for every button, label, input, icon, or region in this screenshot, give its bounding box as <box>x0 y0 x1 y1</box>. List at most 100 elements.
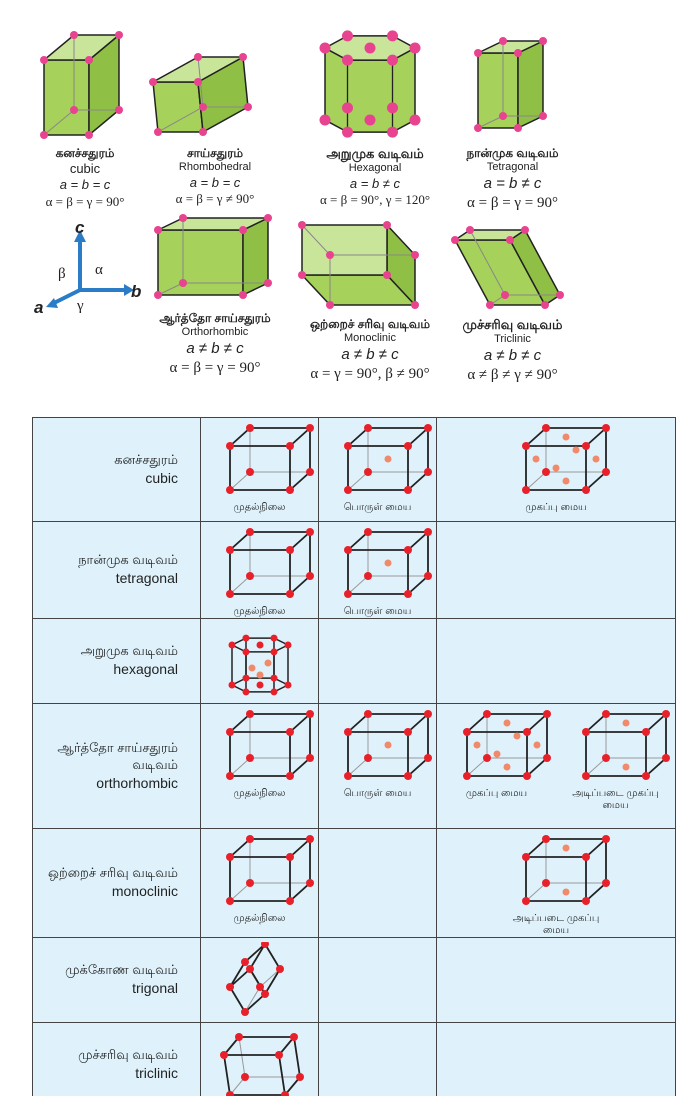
lattice-point <box>342 30 353 42</box>
lattice-point <box>260 990 269 998</box>
lattice-type-label: முதல்நிலை <box>233 913 286 924</box>
lattice-point <box>423 424 432 432</box>
edge <box>585 838 607 858</box>
edge <box>406 713 429 733</box>
lattice-point <box>501 291 509 299</box>
lattice-cell: முகப்பு மைய <box>436 417 676 522</box>
label-ta: முச்சரிவு வடிவம் <box>462 317 563 332</box>
system-name-en: hexagonal <box>113 661 178 678</box>
lattice-point <box>522 442 530 450</box>
system-name-ta: ஆர்த்தோ சாய்சதுரம் வடிவம் <box>57 740 178 772</box>
system-name-en: monoclinic <box>111 883 178 900</box>
lattice-figure <box>205 619 315 703</box>
lattice-point <box>305 528 314 536</box>
center-point <box>256 671 263 679</box>
lattice-point <box>264 279 272 287</box>
lattice-point <box>40 131 48 139</box>
lattice-cell: பொருள் மைய <box>318 703 437 829</box>
system-label-cell: நான்முக வடிவம்tetragonal <box>32 521 201 619</box>
lattice-point <box>423 572 432 580</box>
lattice-C-diagram <box>581 710 670 780</box>
center-point <box>473 741 480 749</box>
edge <box>644 713 667 733</box>
lattice-point <box>319 114 331 126</box>
lattice-point <box>242 648 249 656</box>
lattice-point <box>225 897 234 905</box>
lattice-point <box>298 221 306 229</box>
lattice-point <box>363 424 372 432</box>
lattice-point <box>582 442 590 450</box>
hidden-edge <box>525 882 547 902</box>
lattice-point <box>581 728 590 736</box>
lattice-cell: பொருள் மைய <box>318 521 437 619</box>
lattice-point <box>245 468 254 476</box>
lattice-point <box>661 710 670 718</box>
edge <box>346 427 369 447</box>
label-angles: α = β = γ = 90° <box>45 193 125 209</box>
lattice-figure: பொருள் மைய <box>323 418 433 514</box>
label-eq: a ≠ b ≠ c <box>341 345 399 363</box>
label-en: Tetragonal <box>486 161 539 173</box>
lattice-point <box>474 49 482 57</box>
front-face <box>157 229 244 296</box>
lattice-point <box>319 42 331 54</box>
lattice-figure: முதல்நிலை <box>205 704 315 800</box>
lattice-point <box>239 291 247 299</box>
lattice-point <box>514 49 522 57</box>
lattice-point <box>522 728 531 736</box>
lattice-point <box>270 674 277 682</box>
edge <box>248 943 266 970</box>
lattice-point <box>225 590 234 598</box>
lattice-point <box>240 1073 249 1081</box>
lattice-cell: முதல்நிலை <box>200 521 319 619</box>
lattice-point <box>239 53 247 61</box>
front-face <box>43 59 90 136</box>
top-face <box>301 224 388 276</box>
axis-a-arrow <box>51 288 81 306</box>
lattice-point <box>264 214 272 222</box>
lattice-point <box>270 688 277 696</box>
lattice-point <box>499 37 507 45</box>
lattice-point <box>149 78 157 86</box>
center-point <box>532 455 540 463</box>
lattice-figure <box>205 1023 315 1096</box>
lattice-point <box>225 546 234 554</box>
lattice-point <box>179 279 187 287</box>
edge <box>288 471 311 491</box>
lattice-point <box>474 124 482 132</box>
lattice-point <box>295 1073 304 1081</box>
edge <box>228 968 251 988</box>
edge <box>406 427 429 447</box>
center-point <box>513 732 520 740</box>
center-point <box>503 719 510 727</box>
system-name-en: triclinic <box>135 1065 178 1082</box>
lattice-point <box>423 754 432 762</box>
hidden-edge <box>229 575 250 595</box>
lattice-point <box>298 271 306 279</box>
lattice-point <box>482 710 491 718</box>
center-point <box>592 455 600 463</box>
edge <box>644 757 667 777</box>
lattice-cell: பொருள் மைய <box>318 417 437 522</box>
center-point <box>572 446 580 454</box>
lattice-point <box>423 528 432 536</box>
lattice-point <box>343 486 352 494</box>
lattice-point <box>542 835 550 843</box>
lattice-point <box>234 1033 243 1041</box>
lattice-point <box>270 634 277 642</box>
system-name-en: trigonal <box>132 980 178 997</box>
caption-tetragonal: நான்முக வடிவம் Tetragonal a = b ≠ c α = … <box>450 146 575 212</box>
lattice-cell <box>200 937 319 1023</box>
lattice-point <box>240 1008 249 1016</box>
lattice-type-label: பொருள் மைய <box>343 502 412 513</box>
lattice-point <box>225 486 234 494</box>
lattice-cell <box>436 937 676 1023</box>
center-point <box>552 464 560 472</box>
lattice-cell <box>318 828 437 938</box>
lattice-point <box>225 772 234 780</box>
edge <box>406 757 429 777</box>
axis-b-label: b <box>131 282 142 301</box>
lattice-point <box>305 424 314 432</box>
lattice-T-diagram <box>219 1033 304 1096</box>
